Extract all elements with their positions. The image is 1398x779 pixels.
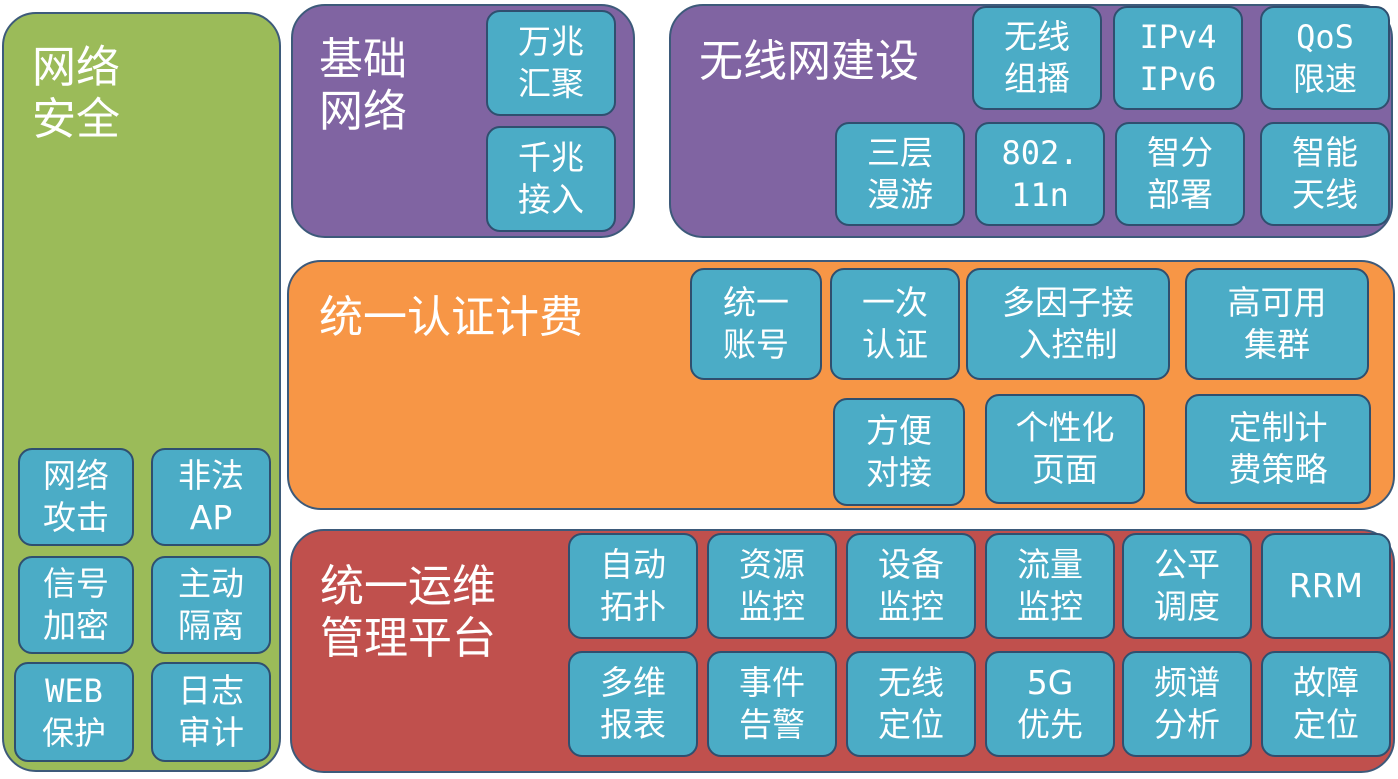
ops-item-5g-priority: 5G 优先 <box>985 651 1115 757</box>
wireless-item-80211n: 802. 11n <box>975 122 1105 226</box>
auth-item-multifactor-access: 多因子接 入控制 <box>966 268 1170 380</box>
wireless-item-l3-roaming: 三层 漫游 <box>835 122 965 226</box>
security-item-rogue-ap: 非法 AP <box>151 448 271 546</box>
security-item-network-attack: 网络 攻击 <box>18 448 134 546</box>
ops-item-traffic-monitor: 流量 监控 <box>985 533 1115 639</box>
auth-item-easy-integration: 方便 对接 <box>833 398 965 506</box>
ops-item-rrm: RRM <box>1261 533 1391 639</box>
network-security-title: 网络 安全 <box>32 42 120 145</box>
ops-item-device-monitor: 设备 监控 <box>846 533 976 639</box>
unified-ops-platform-title: 统一运维 管理平台 <box>320 561 496 664</box>
unified-auth-billing-title: 统一认证计费 <box>319 292 583 343</box>
ops-item-fair-scheduling: 公平 调度 <box>1122 533 1252 639</box>
wireless-item-smart-antenna: 智能 天线 <box>1260 122 1390 226</box>
ops-item-wireless-positioning: 无线 定位 <box>846 651 976 757</box>
ops-item-multidim-report: 多维 报表 <box>568 651 698 757</box>
security-item-signal-encryption: 信号 加密 <box>18 556 134 654</box>
network-security-panel: 网络 安全 <box>2 12 281 772</box>
wireless-item-qos: QoS 限速 <box>1260 6 1390 110</box>
security-item-log-audit: 日志 审计 <box>151 662 271 762</box>
basic-item-1g-access: 千兆 接入 <box>486 126 616 232</box>
basic-network-title: 基础 网络 <box>319 34 407 137</box>
wireless-item-multicast: 无线 组播 <box>972 6 1102 110</box>
auth-item-unified-account: 统一 账号 <box>690 268 822 380</box>
ops-item-auto-topology: 自动 拓扑 <box>568 533 698 639</box>
ops-item-resource-monitor: 资源 监控 <box>707 533 837 639</box>
wireless-construction-title: 无线网建设 <box>699 36 919 87</box>
wireless-item-distributed-deploy: 智分 部署 <box>1115 122 1245 226</box>
auth-item-ha-cluster: 高可用 集群 <box>1185 268 1369 380</box>
auth-item-custom-billing-policy: 定制计 费策略 <box>1185 394 1371 504</box>
basic-item-10g-aggregation: 万兆 汇聚 <box>486 10 616 116</box>
security-item-web-protection: WEB 保护 <box>14 662 134 762</box>
auth-item-custom-page: 个性化 页面 <box>985 394 1145 504</box>
ops-item-fault-location: 故障 定位 <box>1261 651 1391 757</box>
ops-item-spectrum-analysis: 频谱 分析 <box>1122 651 1252 757</box>
wireless-item-ipv4-ipv6: IPv4 IPv6 <box>1113 6 1243 110</box>
auth-item-single-auth: 一次 认证 <box>830 268 960 380</box>
security-item-active-isolation: 主动 隔离 <box>151 556 271 654</box>
ops-item-event-alarm: 事件 告警 <box>707 651 837 757</box>
